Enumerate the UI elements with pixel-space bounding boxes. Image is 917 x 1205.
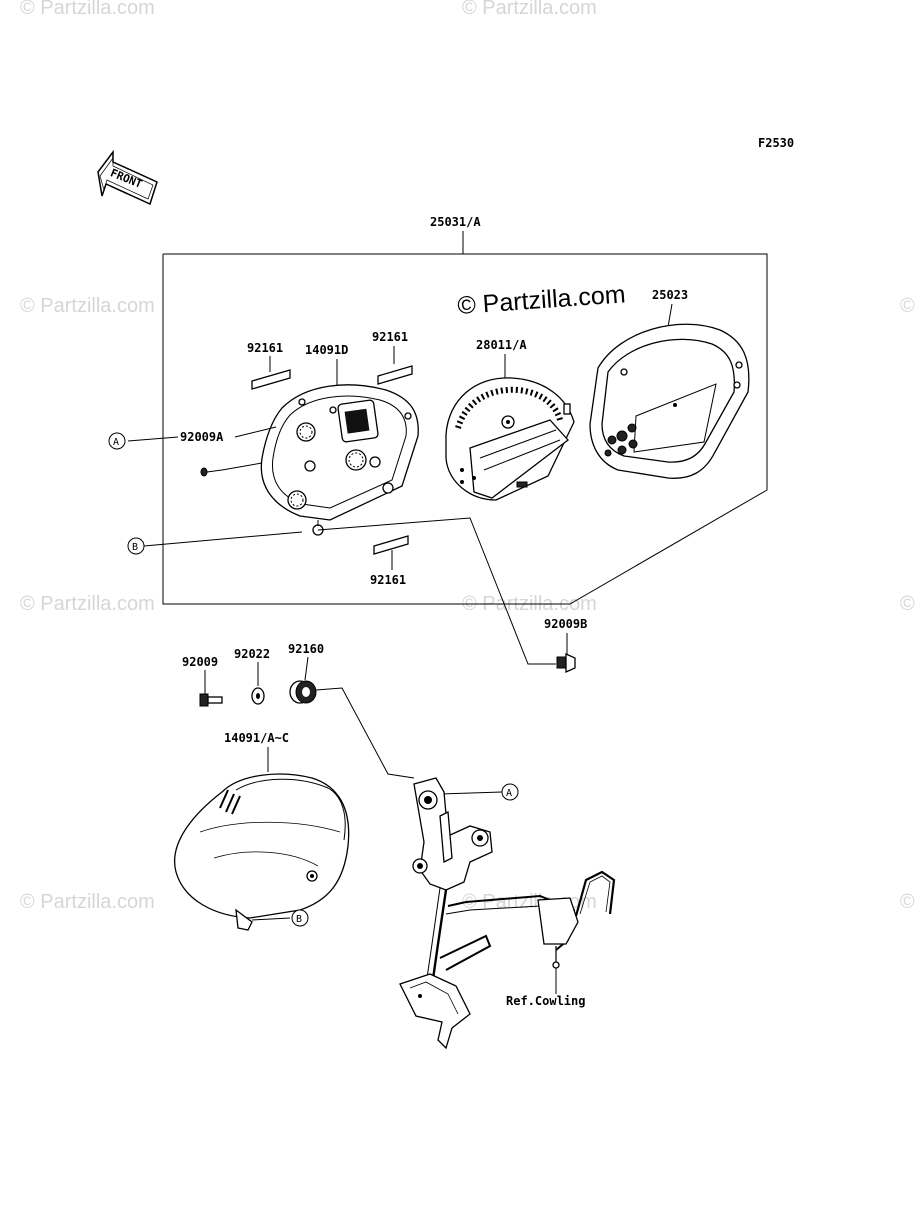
part-label-label-left: 92161: [247, 341, 283, 355]
meter-case-top: 25023: [589, 288, 750, 479]
part-label-bolt: 92009: [182, 655, 218, 669]
part-label-case-bottom: 14091D: [305, 343, 348, 357]
watermark: © Partzilla.com: [20, 891, 155, 913]
watermark: © Partzilla.com: [900, 891, 917, 913]
watermark: © Partzilla.com: [20, 593, 155, 615]
label-right: 92161: [372, 330, 413, 385]
watermark: © Partzilla.com: [20, 0, 155, 19]
watermark: © Partzilla.com: [462, 0, 597, 19]
watermark: © Partzilla.com: [900, 593, 917, 615]
watermark-main: © Partzilla.com: [456, 280, 626, 320]
callout-b-icon: B: [127, 537, 145, 555]
assembly-outline: 25031/A: [162, 215, 768, 605]
part-label-screw-a: 92009A: [180, 430, 224, 444]
meter-cover: 14091/A~C B: [174, 731, 350, 931]
watermark: © Partzilla.com: [900, 295, 917, 317]
part-label-meter-assy: 25031/A: [430, 215, 481, 229]
watermarks: © Partzilla.com © Partzilla.com © Partzi…: [20, 0, 917, 913]
screw-a: 92009A A: [108, 426, 277, 477]
part-label-cover: 14091/A~C: [224, 731, 289, 745]
svg-text:B: B: [132, 542, 138, 553]
part-label-meter-unit: 28011/A: [476, 338, 527, 352]
callout-a-icon: A: [108, 432, 126, 450]
svg-text:B: B: [296, 914, 302, 925]
svg-text:A: A: [113, 437, 119, 448]
label-bottom: 92161: [370, 535, 409, 587]
callout-a-icon: A: [501, 783, 519, 801]
figure-code: F2530: [758, 136, 794, 150]
part-label-screw-b: 92009B: [544, 617, 587, 631]
callout-b-icon: B: [291, 909, 309, 927]
meter-case-bottom: 14091D: [260, 343, 419, 536]
part-label-label-bottom: 92161: [370, 573, 406, 587]
part-label-grommet: 92160: [288, 642, 324, 656]
label-left: 92161: [247, 341, 291, 390]
mounting-hardware: 92009 92022 92160: [182, 642, 415, 779]
front-arrow-icon: FRONT: [97, 149, 158, 206]
meter-bracket: A Ref.Cowling: [399, 777, 616, 1050]
meter-unit: 28011/A: [445, 338, 575, 501]
svg-text:A: A: [506, 788, 512, 799]
watermark: © Partzilla.com: [20, 295, 155, 317]
part-label-label-right: 92161: [372, 330, 408, 344]
part-label-case-top: 25023: [652, 288, 688, 302]
part-label-ref-cowling: Ref.Cowling: [506, 994, 585, 1008]
screw-b: B 92009B: [127, 517, 587, 674]
part-label-washer: 92022: [234, 647, 270, 661]
